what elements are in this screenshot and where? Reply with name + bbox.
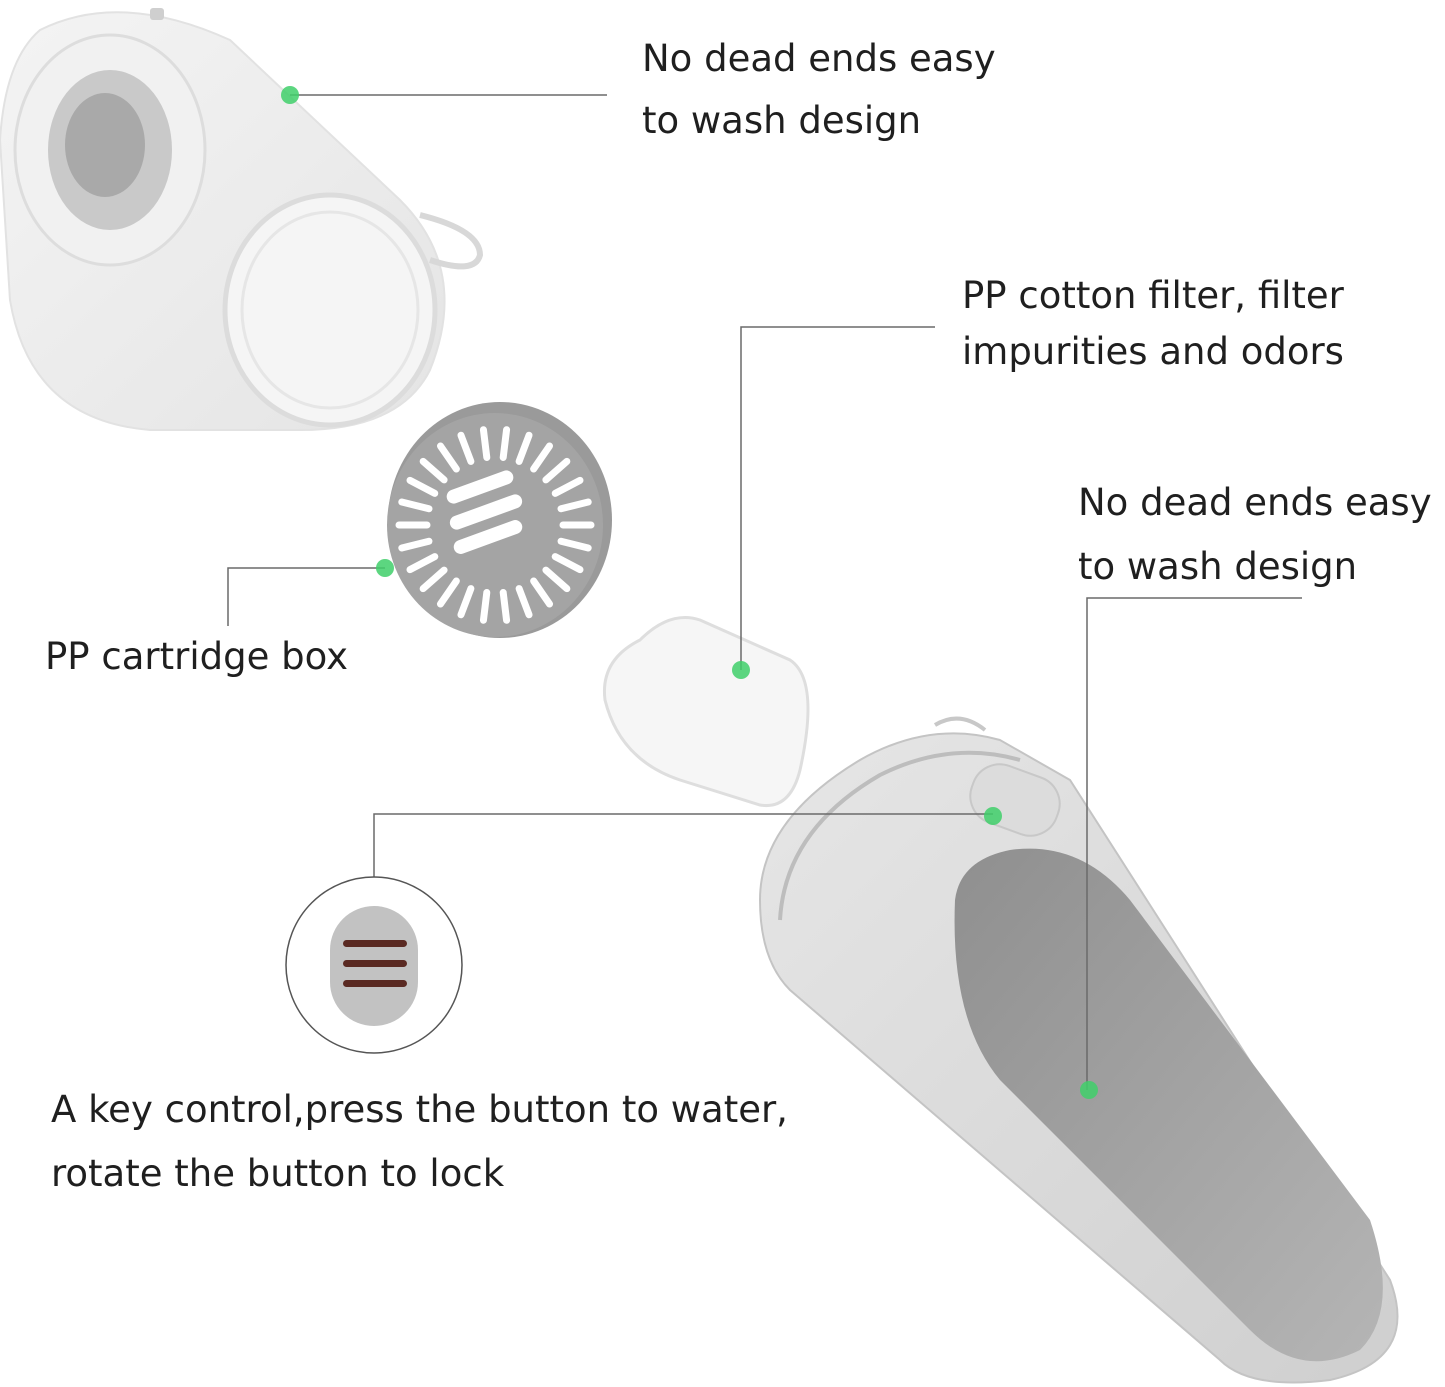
callout-key-control: A key control,press the button to water,…: [51, 1078, 788, 1206]
callout-water-bowl-line1: No dead ends easy: [1078, 481, 1432, 524]
cartridge-slot: [436, 577, 460, 608]
cartridge-slot: [557, 537, 592, 552]
three-stripe-button-icon: [285, 876, 463, 1054]
water-bowl-shape: [758, 716, 1399, 1384]
callout-cartridge-box: PP cartridge box: [45, 626, 348, 688]
cartridge-slot: [419, 457, 448, 484]
cartridge-slot: [406, 476, 439, 497]
cartridge-slot: [542, 566, 571, 593]
top-lid-bottle: [0, 8, 484, 431]
cartridge-slot: [499, 589, 511, 624]
cartridge-slot: [479, 589, 491, 624]
callout-cotton-filter: PP cotton filter, filter impurities and …: [962, 268, 1344, 380]
cartridge-slot: [515, 431, 533, 465]
cartridge-slot: [530, 442, 554, 473]
cartridge-slot: [530, 577, 554, 608]
callout-dots: [281, 86, 1098, 1099]
callout-key-control-line1: A key control,press the button to water,: [51, 1088, 788, 1131]
callout-dot-cotton-filter: [732, 661, 750, 679]
callout-top-lid-line1: No dead ends easy: [642, 37, 996, 80]
cartridge-slot: [398, 537, 433, 552]
callout-top-lid-line2: to wash design: [642, 99, 922, 142]
callout-water-bowl: No dead ends easy to wash design: [1078, 471, 1432, 599]
cartridge-slot: [551, 476, 584, 497]
cartridge-slot: [398, 498, 433, 513]
callout-cartridge-box-line1: PP cartridge box: [45, 635, 348, 678]
callout-cotton-filter-line1: PP cotton filter, filter: [962, 274, 1344, 317]
cartridge-slot: [436, 442, 460, 473]
cartridge-slot: [499, 426, 511, 461]
callout-cotton-filter-line2: impurities and odors: [962, 330, 1344, 373]
callout-top-lid: No dead ends easy to wash design: [642, 28, 996, 152]
cartridge-slot: [406, 553, 439, 574]
callout-key-control-line2: rotate the button to lock: [51, 1152, 505, 1195]
callout-dot-water-bowl: [1080, 1081, 1098, 1099]
cartridge-slot: [457, 585, 475, 619]
cartridge-slot: [542, 457, 571, 484]
cartridge-slot: [479, 426, 491, 461]
callout-dot-cartridge-box: [376, 559, 394, 577]
cartridge-slot: [557, 498, 592, 513]
cartridge-slot: [515, 585, 533, 619]
cartridge-slot: [457, 431, 475, 465]
callout-water-bowl-line2: to wash design: [1078, 545, 1358, 588]
callout-dot-key-control: [984, 807, 1002, 825]
cartridge-slot: [419, 566, 448, 593]
callout-dot-top-lid: [281, 86, 299, 104]
cartridge-box-shape: [387, 402, 612, 638]
cotton-filter-shape: [602, 616, 810, 808]
leader-lines: [227, 94, 1302, 1090]
cartridge-slot: [551, 553, 584, 574]
